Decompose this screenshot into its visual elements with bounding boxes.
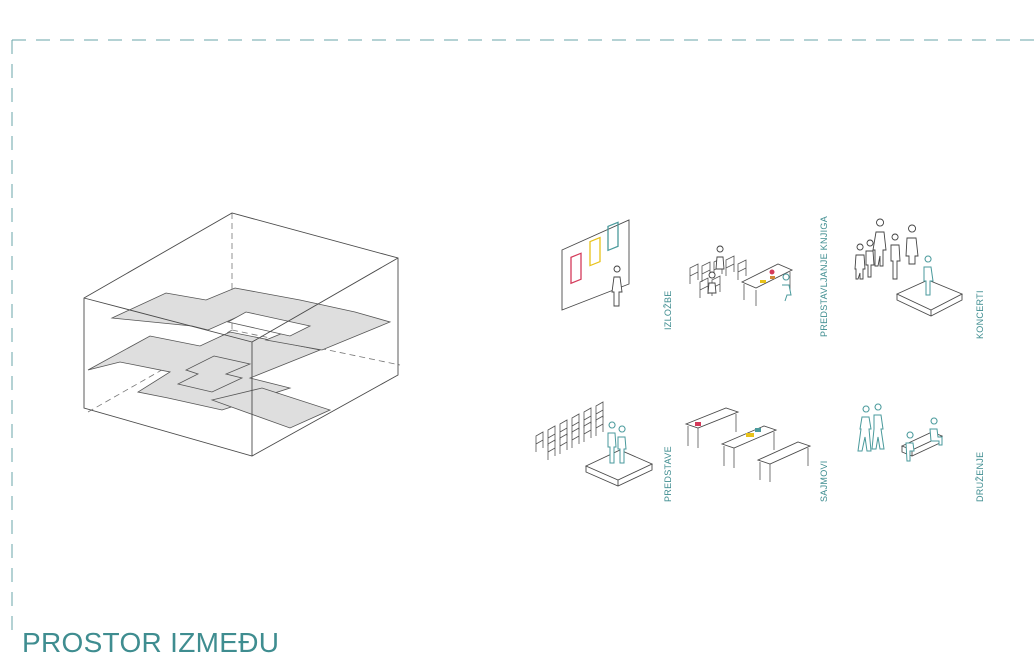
upper-floor-plate	[110, 287, 392, 351]
theatre-seating-icon	[535, 401, 654, 487]
dashed-frame	[11, 39, 1034, 640]
label-predstavljanje-knjiga: PREDSTAVLJANJE KNJIGA	[819, 216, 829, 337]
activity-koncerti: KONCERTI	[854, 218, 985, 339]
label-izlozbe: IZLOŽBE	[663, 290, 673, 330]
label-predstave: PREDSTAVE	[663, 446, 673, 502]
label-koncerti: KONCERTI	[975, 290, 985, 339]
activity-druzenje: DRUŽENJE	[857, 403, 985, 502]
page-title: PROSTOR IZMEĐU	[22, 627, 280, 658]
book-presentation-icon	[689, 245, 794, 306]
fair-tables-icon	[684, 407, 812, 482]
activity-predstave: PREDSTAVE	[535, 401, 673, 502]
exhibition-wall-icon	[561, 219, 630, 311]
socializing-icon	[857, 403, 944, 462]
activity-izlozbe: IZLOŽBE	[561, 219, 673, 330]
isometric-volume	[83, 212, 401, 457]
label-sajmovi: SAJMOVI	[819, 460, 829, 502]
activity-sajmovi: SAJMOVI	[684, 407, 829, 502]
label-druzenje: DRUŽENJE	[975, 452, 985, 502]
activity-predstavljanje-knjiga: PREDSTAVLJANJE KNJIGA	[689, 216, 829, 337]
concert-stage-icon	[854, 218, 964, 317]
